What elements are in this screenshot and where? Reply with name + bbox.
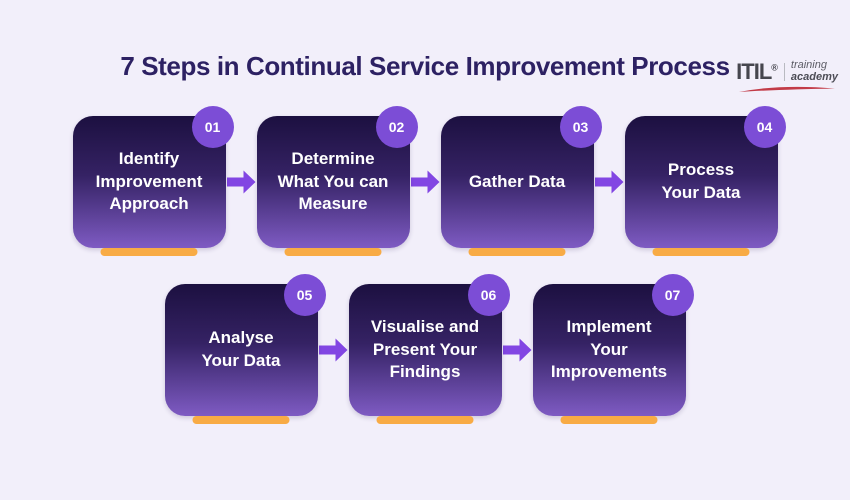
step-number-badge: 07 bbox=[651, 273, 694, 316]
step-card-2: 02 Determine What You can Measure bbox=[256, 105, 418, 256]
card-underline bbox=[192, 415, 290, 424]
arrow-right-icon bbox=[226, 116, 257, 248]
step-card-3: 03 Gather Data bbox=[440, 105, 602, 256]
card-underline bbox=[468, 247, 566, 256]
logo-divider bbox=[783, 62, 785, 81]
step-label: Implement Your Improvements bbox=[550, 317, 668, 382]
step-label: Process Your Data bbox=[661, 160, 741, 202]
step-number-badge: 03 bbox=[559, 105, 602, 148]
logo-tagline: training academy bbox=[790, 59, 838, 83]
card-underline bbox=[100, 247, 198, 256]
tagline-academy: academy bbox=[790, 70, 838, 83]
steps-row-1: 01 Identify Improvement Approach 02 Dete… bbox=[0, 105, 850, 256]
step-number-badge: 02 bbox=[375, 105, 418, 148]
itil-wordmark: ITIL® bbox=[736, 58, 778, 84]
arrow-right-icon bbox=[594, 116, 625, 248]
step-card-5: 05 Analyse Your Data bbox=[164, 273, 326, 424]
card-underline bbox=[652, 247, 750, 256]
brand-logo: ITIL® training academy bbox=[736, 58, 838, 94]
itil-text: ITIL bbox=[736, 58, 772, 84]
step-label: Analyse Your Data bbox=[201, 328, 281, 370]
arrow-right-icon bbox=[410, 116, 441, 248]
arrow-right-icon bbox=[502, 284, 533, 416]
steps-row-2: 05 Analyse Your Data 06 Visualise and Pr… bbox=[0, 273, 850, 424]
step-label: Determine What You can Measure bbox=[277, 149, 389, 214]
step-label: Identify Improvement Approach bbox=[95, 149, 203, 214]
step-card-1: 01 Identify Improvement Approach bbox=[72, 105, 234, 256]
step-card-4: 04 Process Your Data bbox=[624, 105, 786, 256]
page-title: 7 Steps in Continual Service Improvement… bbox=[120, 51, 730, 81]
card-underline bbox=[560, 415, 658, 424]
step-label: Gather Data bbox=[468, 171, 566, 191]
card-underline bbox=[376, 415, 474, 424]
step-label: Visualise and Present Your Findings bbox=[370, 317, 480, 382]
step-card-6: 06 Visualise and Present Your Findings bbox=[348, 273, 510, 424]
tagline-training: training bbox=[790, 59, 827, 71]
card-underline bbox=[284, 247, 382, 256]
step-card-7: 07 Implement Your Improvements bbox=[532, 273, 694, 424]
registered-mark: ® bbox=[771, 62, 778, 73]
step-number-badge: 04 bbox=[743, 105, 786, 148]
logo-wordmark-row: ITIL® training academy bbox=[736, 58, 838, 84]
step-number-badge: 05 bbox=[283, 273, 326, 316]
logo-swoosh-icon bbox=[739, 86, 836, 93]
arrow-right-icon bbox=[318, 284, 349, 416]
step-number-badge: 01 bbox=[191, 105, 234, 148]
step-number-badge: 06 bbox=[467, 273, 510, 316]
